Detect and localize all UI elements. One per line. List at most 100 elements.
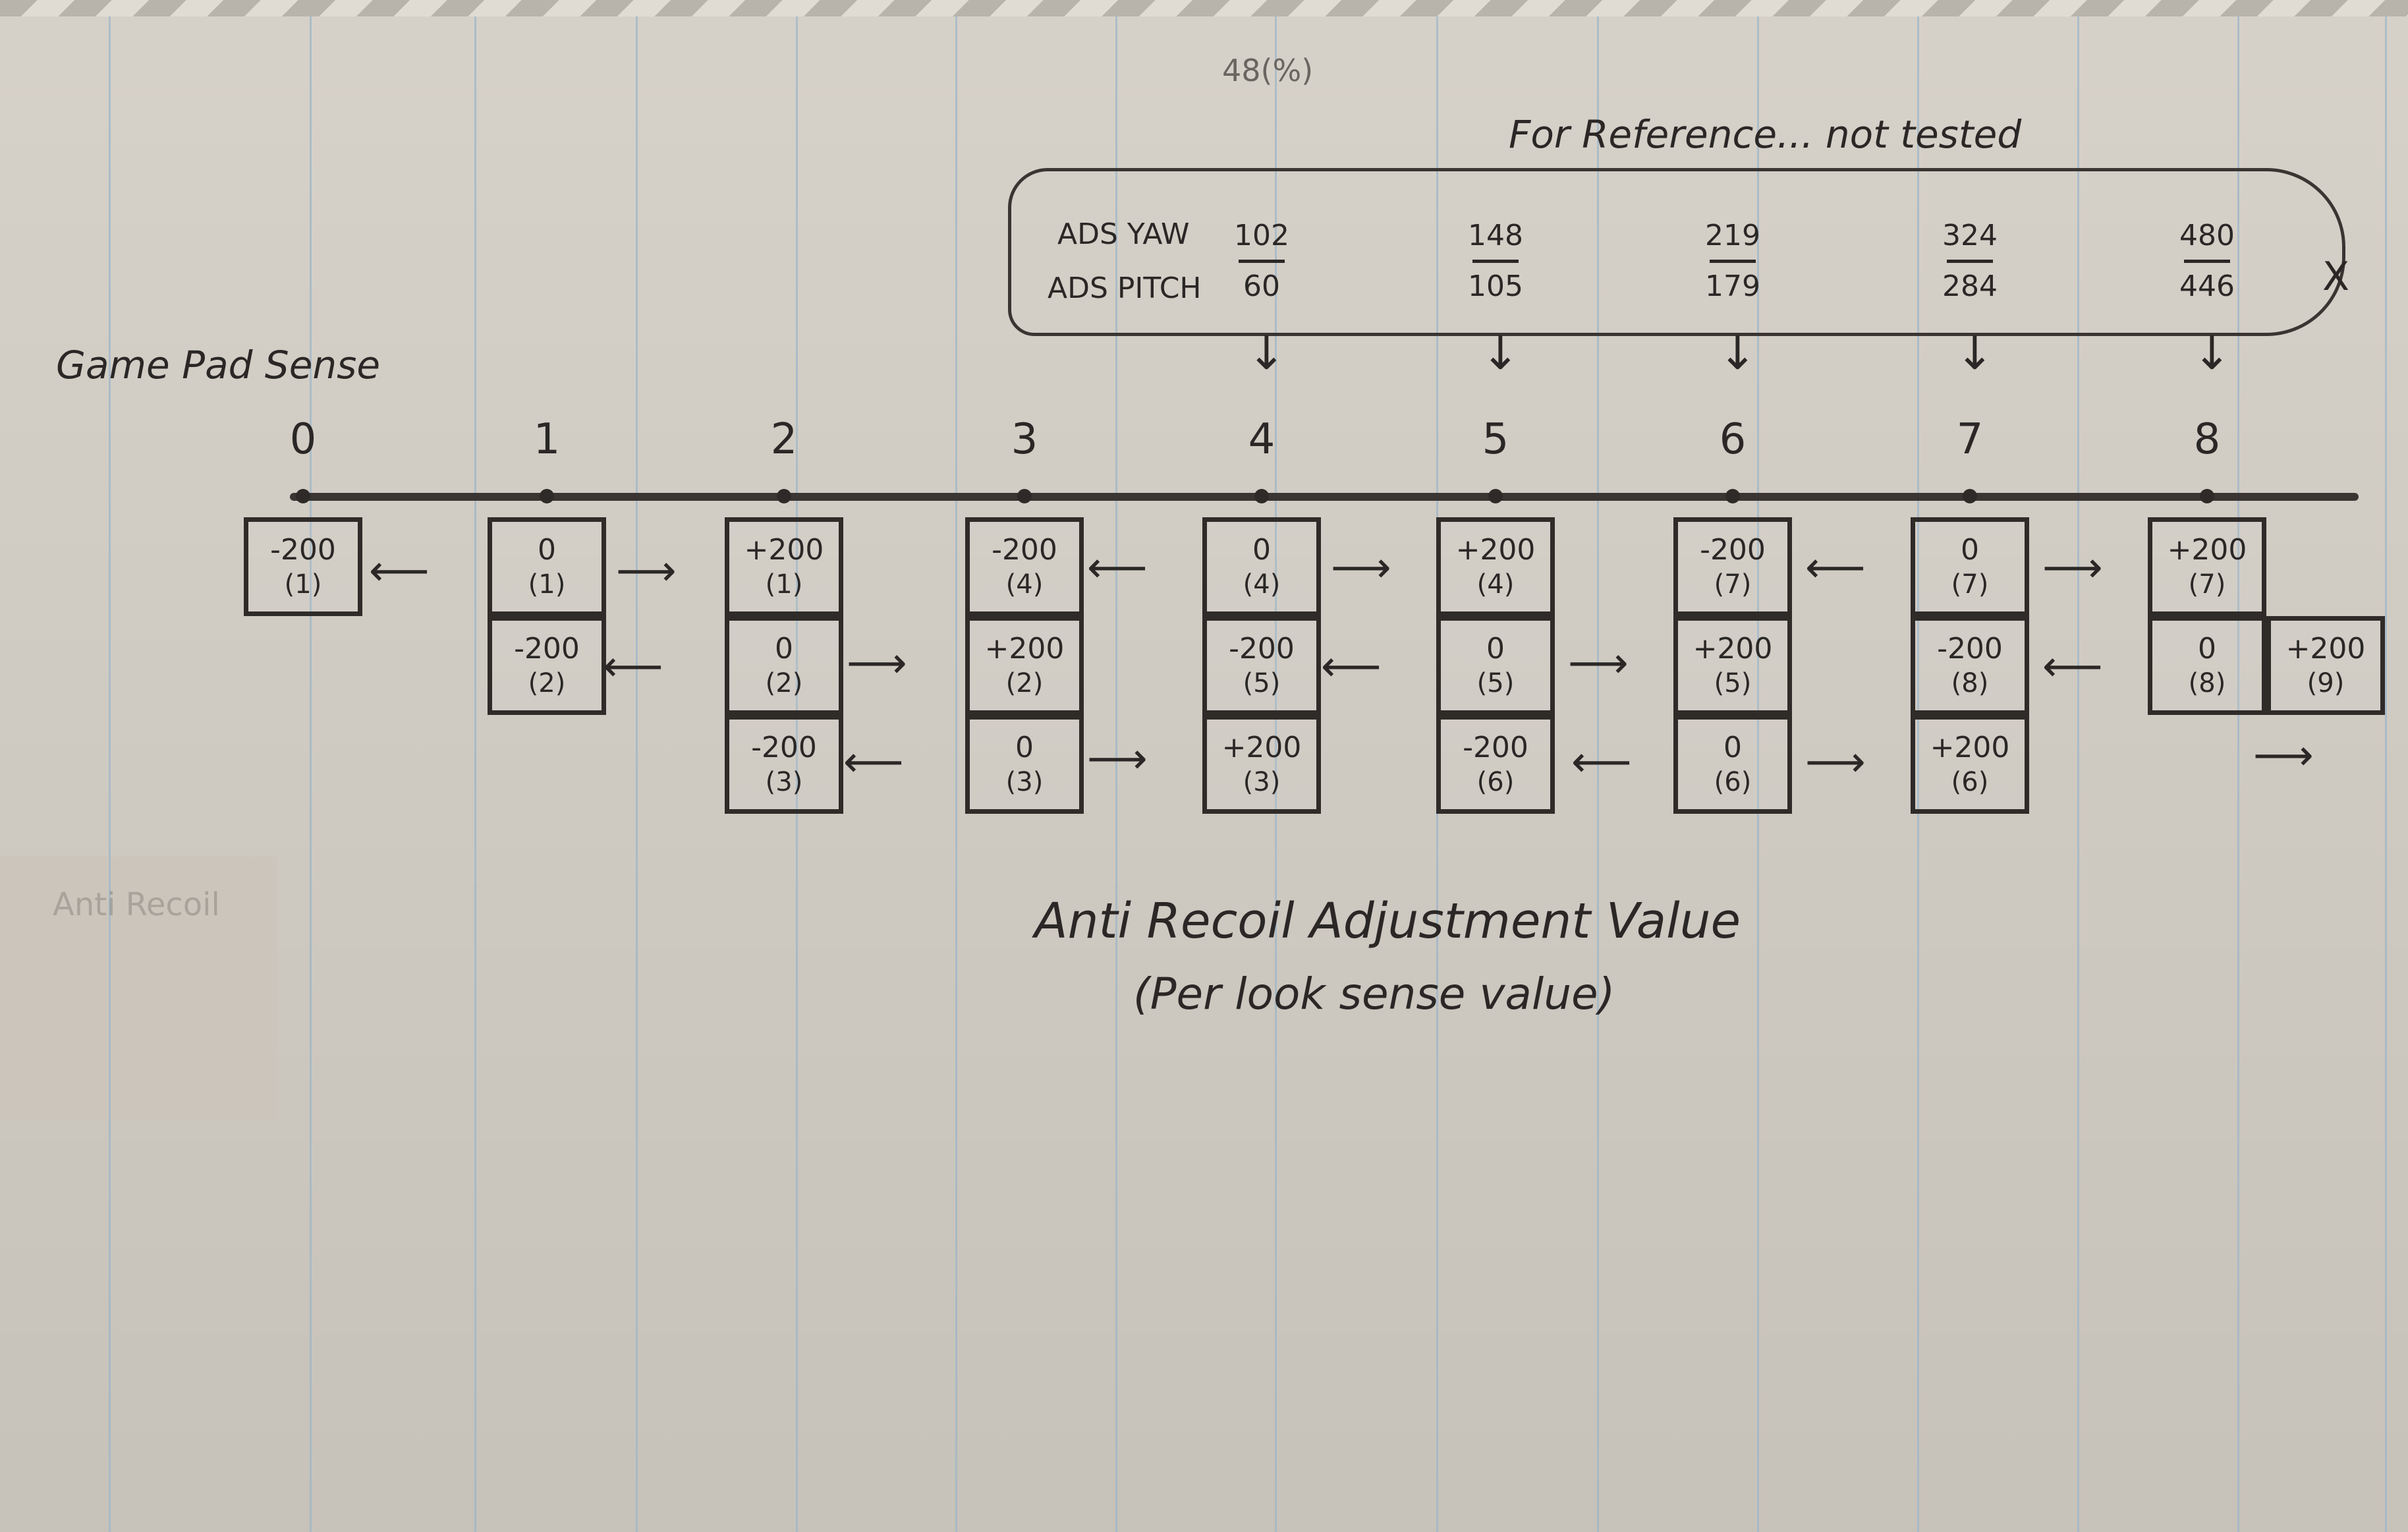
adjustment-value: +200: [1930, 731, 2010, 764]
adjustment-value: -200: [1700, 533, 1766, 567]
ruled-line: [1275, 16, 1277, 1532]
adjustment-cell: +200(2): [965, 616, 1084, 715]
axis-tick-dot: [1963, 489, 1977, 503]
adjustment-value: 0: [1252, 533, 1271, 567]
adjustment-value: +200: [984, 632, 1065, 666]
right-arrow-icon: ⟶: [1331, 544, 1391, 592]
adjustment-cell: +200(4): [1436, 517, 1555, 616]
axis-tick-label: 6: [1719, 415, 1747, 464]
axis-tick-label: 7: [1956, 415, 1984, 464]
down-arrow-icon: ↓: [1955, 326, 1994, 380]
adjustment-value: 0: [1015, 731, 1034, 764]
axis-tick-dot: [777, 489, 791, 503]
adjustment-cell: 0(5): [1436, 616, 1555, 715]
right-arrow-icon: ⟶: [1805, 738, 1866, 787]
footer-title: Anti Recoil Adjustment Value: [1034, 893, 1741, 950]
look-sense-index: (3): [765, 767, 803, 797]
ads-pitch-value: 60: [1243, 270, 1280, 303]
adjustment-cell: 0(7): [1911, 517, 2029, 616]
adjustment-cell: -200(2): [488, 616, 606, 715]
ruled-line: [310, 16, 312, 1532]
axis-tick-label: 1: [533, 415, 561, 464]
look-sense-index: (2): [765, 668, 803, 698]
left-arrow-icon: ⟵: [2042, 642, 2103, 691]
adjustment-value: 0: [1486, 632, 1505, 666]
look-sense-index: (2): [1005, 668, 1044, 698]
adjustment-value: 0: [1961, 533, 1979, 567]
adjustment-cell: 0(4): [1202, 517, 1321, 616]
look-sense-index: (1): [765, 569, 803, 600]
adjustment-cell: 0(3): [965, 715, 1084, 814]
axis-tick-label: 8: [2193, 415, 2221, 464]
ads-pitch-value: 179: [1705, 270, 1760, 303]
adjustment-cell: 0(2): [725, 616, 843, 715]
fraction-bar: [1710, 260, 1756, 263]
fraction-bar: [1472, 260, 1519, 263]
right-arrow-icon: ⟶: [847, 639, 907, 688]
adjustment-value: +200: [1455, 533, 1536, 567]
adjustment-cell: +200(9): [2266, 616, 2385, 715]
adjustment-cell: +200(5): [1673, 616, 1792, 715]
adjustment-value: +200: [2285, 632, 2366, 666]
ads-yaw-value: 102: [1234, 219, 1289, 252]
axis-tick-label: 3: [1011, 415, 1038, 464]
reference-note: For Reference... not tested: [1509, 112, 2022, 157]
look-sense-index: (2): [528, 668, 566, 698]
ads-pitch-value: 284: [1942, 270, 1998, 303]
top-note: 48(%): [1222, 53, 1314, 88]
left-arrow-icon: ⟵: [1087, 544, 1148, 592]
ads-yaw-value: 324: [1942, 219, 1998, 252]
look-sense-index: (4): [1476, 569, 1515, 600]
right-arrow-icon: ⟶: [1087, 735, 1148, 783]
ruled-line: [796, 16, 798, 1532]
axis-tick-dot: [1725, 489, 1740, 503]
look-sense-index: (7): [1714, 569, 1752, 600]
torn-paper-piece: [0, 857, 277, 1120]
faint-footer-text: Anti Recoil: [53, 886, 220, 923]
ruled-line: [474, 16, 476, 1532]
adjustment-value: +200: [1693, 632, 1773, 666]
right-arrow-icon: ⟶: [2042, 544, 2103, 592]
adjustment-value: -200: [1229, 632, 1295, 666]
left-arrow-icon: ⟵: [1805, 544, 1866, 592]
reference-column: 102 60: [1209, 217, 1314, 305]
adjustment-value: 0: [1723, 731, 1742, 764]
adjustment-cell: 0(1): [488, 517, 606, 616]
adjustment-value: +200: [744, 533, 824, 567]
adjustment-value: 0: [2198, 632, 2216, 666]
fraction-bar: [1239, 260, 1285, 263]
axis-tick-label: 0: [289, 415, 317, 464]
look-sense-index: (4): [1243, 569, 1281, 600]
adjustment-cell: -200(5): [1202, 616, 1321, 715]
left-arrow-icon: ⟵: [1571, 738, 1632, 787]
adjustment-value: -200: [751, 731, 817, 764]
ads-pitch-value: 105: [1468, 270, 1523, 303]
adjustment-cell: +200(1): [725, 517, 843, 616]
reference-column: 324 284: [1917, 217, 2023, 305]
down-arrow-icon: ↓: [1247, 326, 1286, 380]
axis-tick-dot: [1017, 489, 1032, 503]
look-sense-index: (8): [1951, 668, 1989, 698]
adjustment-value: 0: [775, 632, 793, 666]
ruled-line: [2237, 16, 2239, 1532]
adjustment-value: +200: [2167, 533, 2247, 567]
adjustment-cell: +200(6): [1911, 715, 2029, 814]
adjustment-cell: -200(7): [1673, 517, 1792, 616]
axis-tick-dot: [540, 489, 554, 503]
look-sense-index: (4): [1005, 569, 1044, 600]
footer-subtitle: (Per look sense value): [1133, 969, 1615, 1019]
look-sense-index: (6): [1476, 767, 1515, 797]
axis-tick-dot: [1488, 489, 1503, 503]
left-arrow-icon: ⟵: [369, 547, 430, 596]
adjustment-value: +200: [1221, 731, 1302, 764]
adjustment-cell: -200(3): [725, 715, 843, 814]
adjustment-value: -200: [270, 533, 336, 567]
look-sense-index: (1): [284, 569, 322, 600]
adjustment-cell: 0(8): [2148, 616, 2266, 715]
ruled-line: [1115, 16, 1117, 1532]
adjustment-cell: +200(3): [1202, 715, 1321, 814]
ruled-line: [2077, 16, 2079, 1532]
adjustment-value: -200: [992, 533, 1057, 567]
axis-tick-dot: [1254, 489, 1269, 503]
